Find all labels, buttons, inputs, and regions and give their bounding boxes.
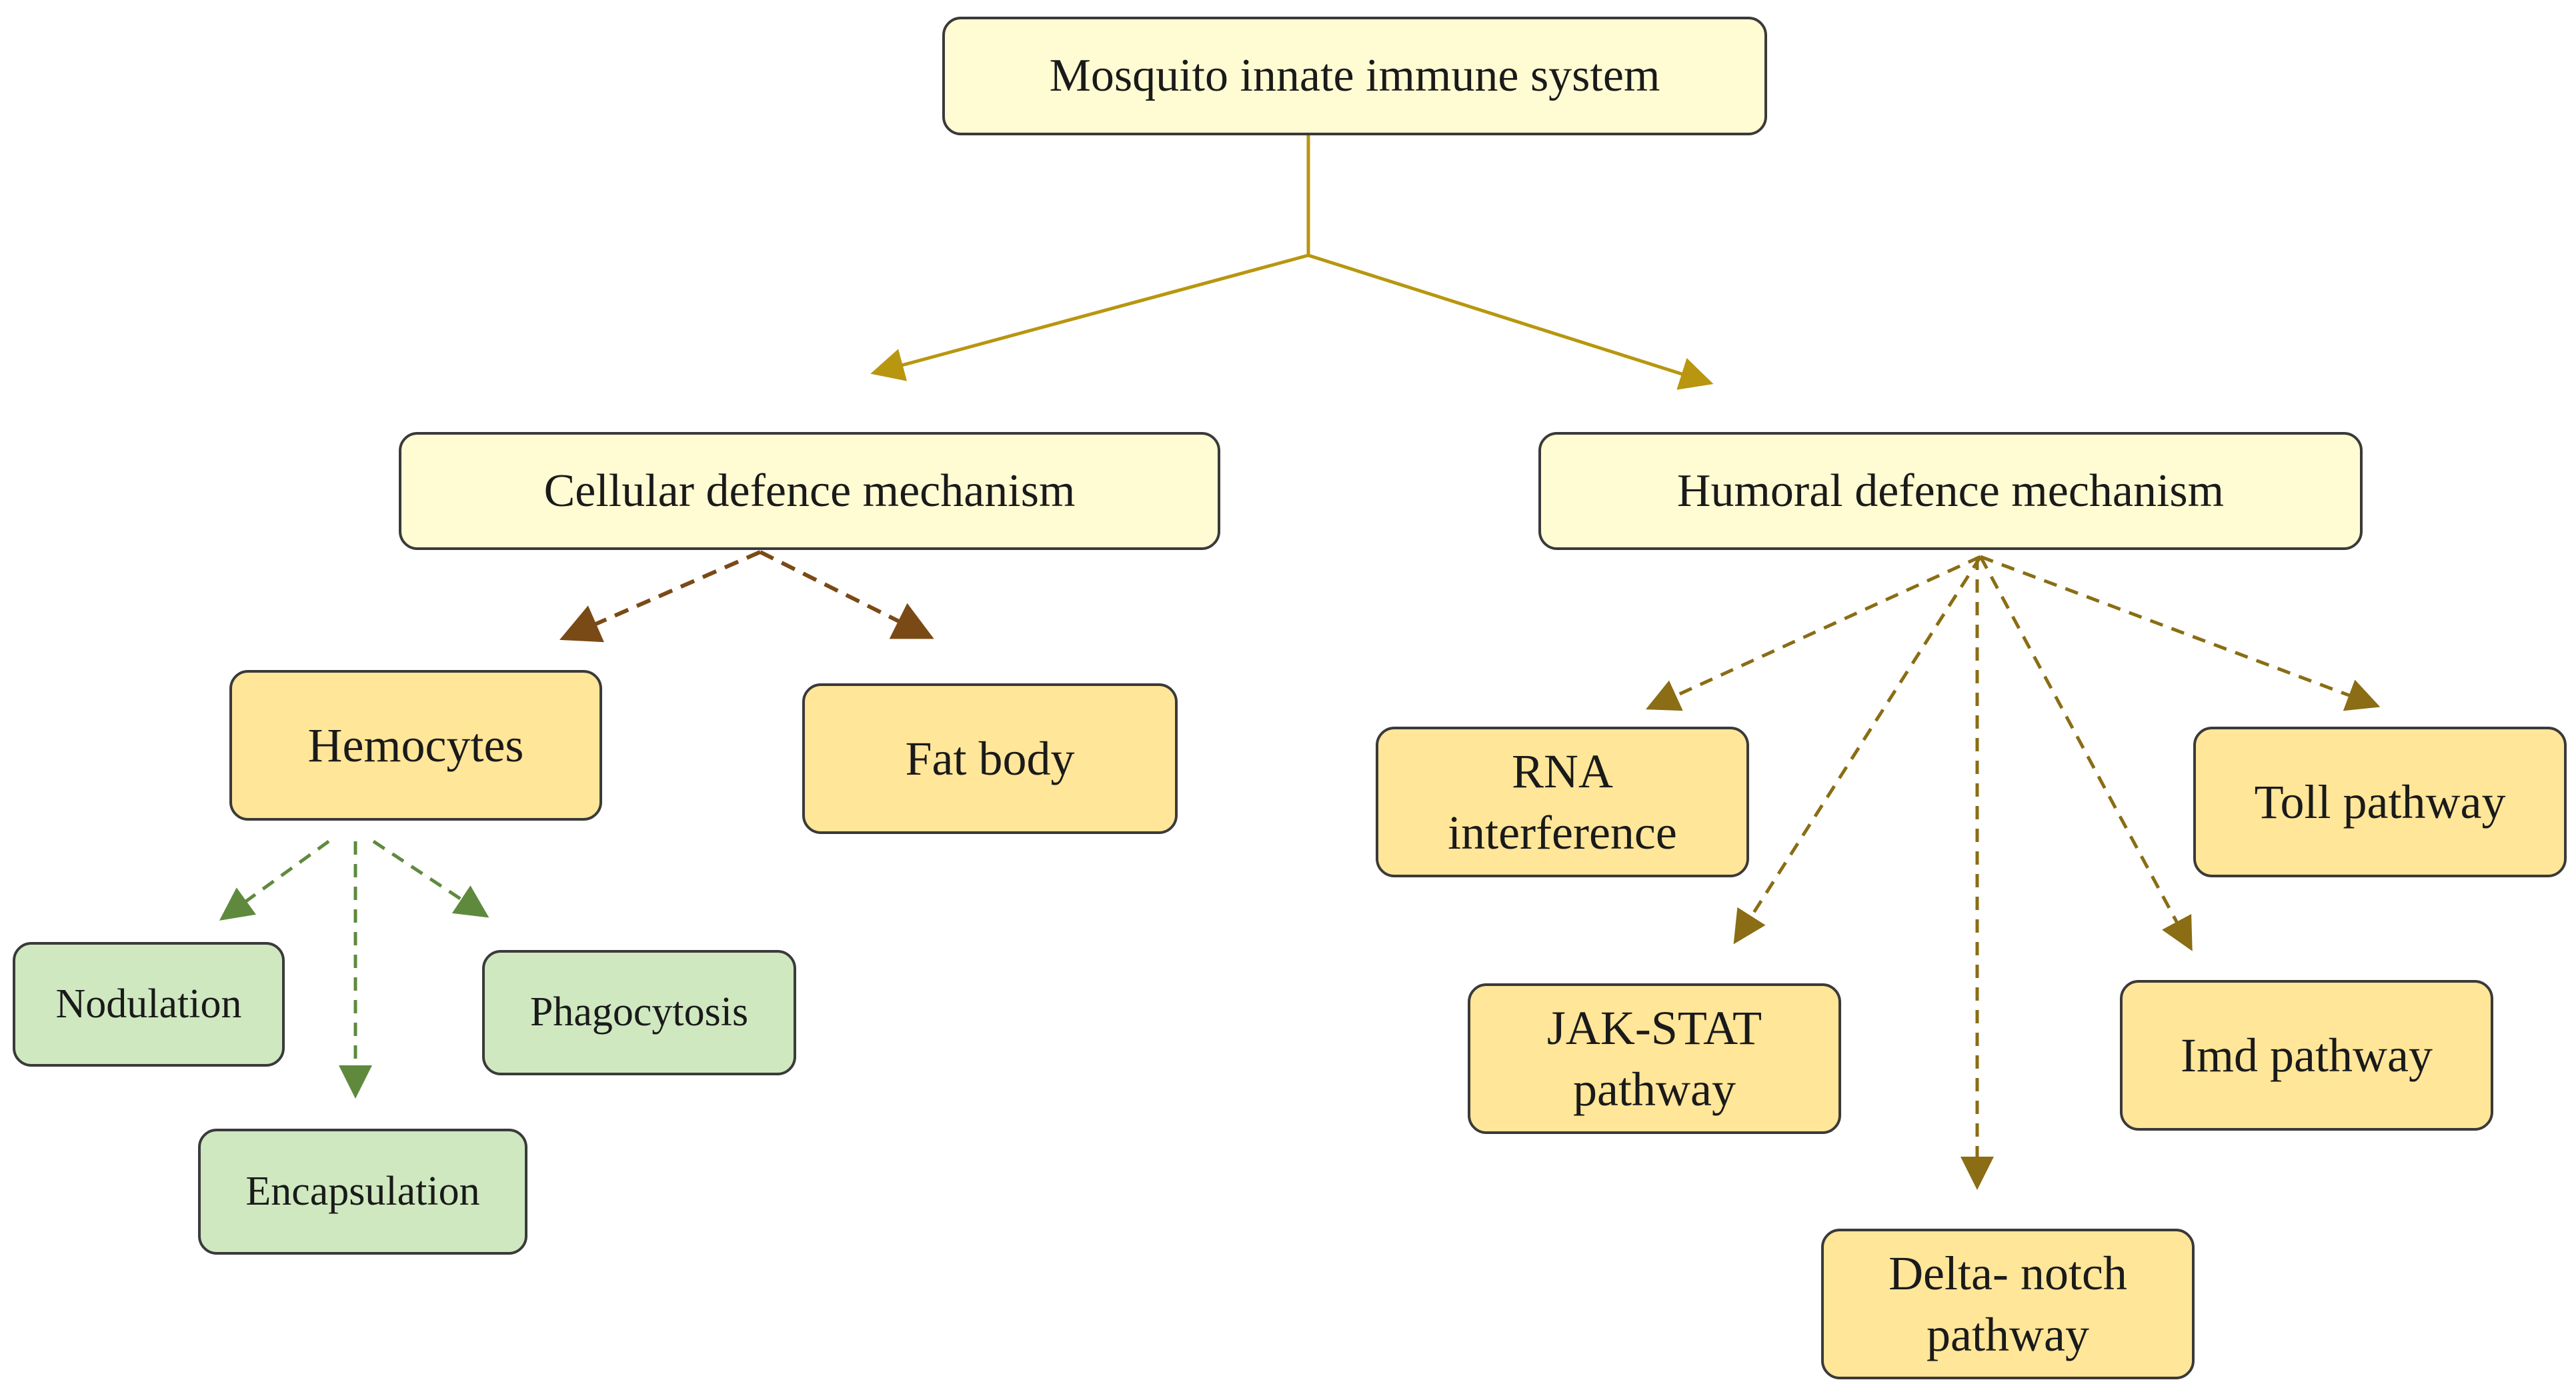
cellular-defence-node: Cellular defence mechanism [399,432,1220,550]
arrow-to-jak-stat [1733,555,1983,945]
imd-pathway-label: Imd pathway [2181,1028,2433,1082]
encapsulation-node: Encapsulation [198,1129,527,1255]
delta-notch-node: Delta- notch pathway [1821,1229,2195,1379]
root-branch-connector [870,135,1714,390]
hemocytes-branch-connector [219,839,489,1099]
fat-body-label: Fat body [905,731,1075,785]
cellular-branch-connector [559,550,934,643]
hemocytes-node: Hemocytes [229,670,602,821]
imd-pathway-node: Imd pathway [2120,980,2493,1131]
jak-stat-label-line2: pathway [1573,1063,1736,1116]
nodulation-label: Nodulation [55,981,242,1027]
humoral-defence-node: Humoral defence mechanism [1538,432,2363,550]
arrow-to-fat-body [759,550,934,639]
rna-interference-label-line2: interference [1448,806,1677,859]
jak-stat-label-line1: JAK-STAT [1546,1001,1762,1055]
toll-pathway-label: Toll pathway [2254,775,2506,829]
arrow-to-nodulation [219,839,330,921]
arrow-to-hemocytes [559,550,762,643]
arrow-to-imd [1979,555,2193,951]
encapsulation-label: Encapsulation [245,1168,480,1214]
root-node-label: Mosquito innate immune system [1049,50,1660,102]
humoral-branch-connector [1645,555,2381,1190]
phagocytosis-label: Phagocytosis [529,989,749,1035]
hemocytes-label: Hemocytes [307,718,524,772]
nodulation-node: Nodulation [13,942,285,1067]
fat-body-node: Fat body [802,683,1178,834]
delta-notch-label-line2: pathway [1926,1308,2089,1361]
jak-stat-node: JAK-STAT pathway [1468,983,1841,1134]
arrow-to-cellular [870,253,1309,381]
root-node: Mosquito innate immune system [942,17,1767,135]
toll-pathway-node: Toll pathway [2193,727,2567,877]
rna-interference-node: RNA interference [1376,727,1749,877]
arrow-to-phagocytosis [372,839,489,918]
phagocytosis-node: Phagocytosis [482,950,796,1075]
cellular-defence-label: Cellular defence mechanism [543,465,1076,517]
arrow-to-toll [1980,555,2381,711]
arrow-to-humoral [1308,253,1714,390]
delta-notch-label-line1: Delta- notch [1888,1246,2127,1300]
arrow-to-rna-interference [1645,555,1982,711]
humoral-defence-label: Humoral defence mechanism [1676,465,2225,517]
rna-interference-label-line1: RNA [1511,744,1613,798]
